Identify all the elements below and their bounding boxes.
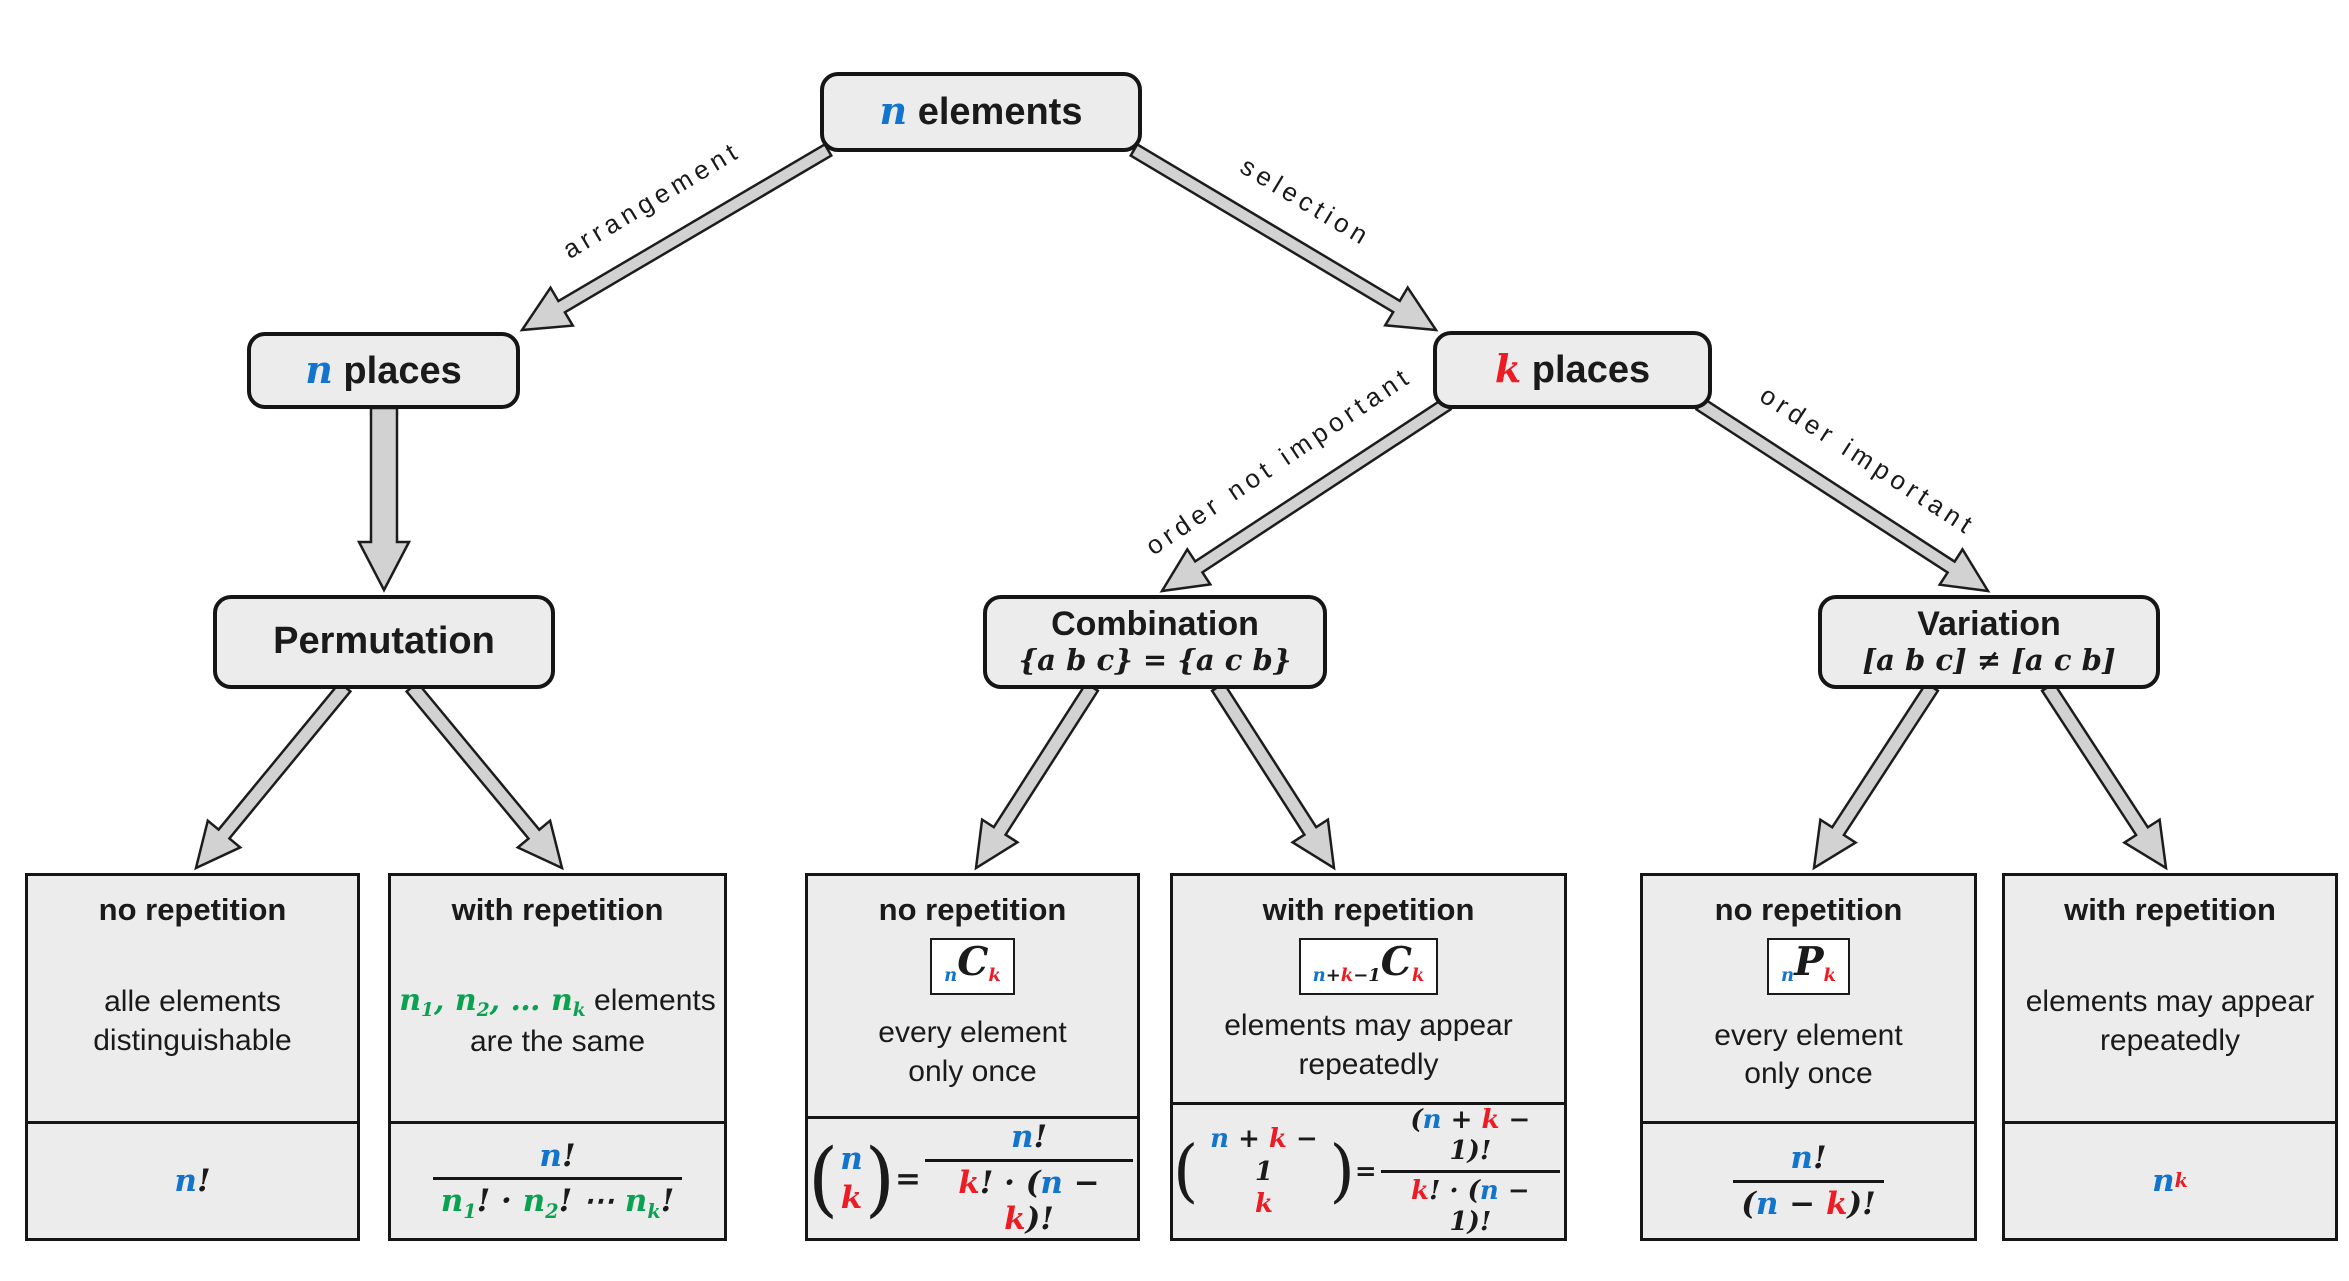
node-variation: Variation [a b c] ≠ [a c b] bbox=[1818, 595, 2160, 689]
block-arrow bbox=[356, 406, 412, 593]
leaf-title: with repetition bbox=[1262, 892, 1475, 927]
leaf-formula: n!(n − k)! bbox=[1643, 1121, 1974, 1238]
node-combination: Combination {a b c} = {a c b} bbox=[983, 595, 1327, 689]
node-permutation: Permutation bbox=[213, 595, 555, 689]
leaf-badge: nPk bbox=[1767, 938, 1850, 996]
block-arrow bbox=[1812, 681, 1940, 871]
node-variation-subtitle: [a b c] ≠ [a c b] bbox=[1862, 643, 2116, 678]
node-n-places: n places bbox=[247, 332, 520, 409]
leaf-combination-with-repetition: with repetition n+k−1Ck elements may app… bbox=[1170, 873, 1567, 1241]
block-arrow bbox=[404, 680, 564, 871]
block-arrow bbox=[519, 142, 834, 332]
leaf-title: with repetition bbox=[2064, 892, 2276, 927]
node-n-places-label: n places bbox=[305, 346, 462, 392]
block-arrow bbox=[1694, 396, 1991, 593]
node-k-places: k places bbox=[1433, 331, 1712, 409]
leaf-title: with repetition bbox=[451, 892, 664, 927]
leaf-title: no repetition bbox=[1714, 892, 1903, 927]
leaf-badge: nCk bbox=[930, 938, 1015, 996]
node-combination-subtitle: {a b c} = {a c b} bbox=[1018, 643, 1292, 678]
node-permutation-label: Permutation bbox=[273, 620, 495, 663]
block-arrow bbox=[1210, 681, 1336, 871]
block-arrow bbox=[2040, 681, 2168, 871]
block-arrow bbox=[974, 681, 1100, 871]
leaf-formula: n! bbox=[28, 1121, 357, 1238]
leaf-title: no repetition bbox=[98, 892, 287, 927]
node-n-elements-label: n elements bbox=[879, 88, 1083, 134]
node-variation-label: Variation bbox=[1917, 604, 2061, 643]
block-arrow bbox=[1128, 142, 1439, 332]
node-k-places-label: k places bbox=[1494, 346, 1651, 392]
leaf-badge: n+k−1Ck bbox=[1298, 938, 1439, 996]
leaf-title: no repetition bbox=[878, 892, 1067, 927]
leaf-formula: n!n1! · n2! ⋯ nk! bbox=[391, 1121, 724, 1238]
block-arrow bbox=[1159, 396, 1453, 593]
block-arrow bbox=[194, 680, 353, 871]
node-combination-label: Combination bbox=[1051, 604, 1259, 643]
node-n-elements: n elements bbox=[820, 72, 1142, 152]
